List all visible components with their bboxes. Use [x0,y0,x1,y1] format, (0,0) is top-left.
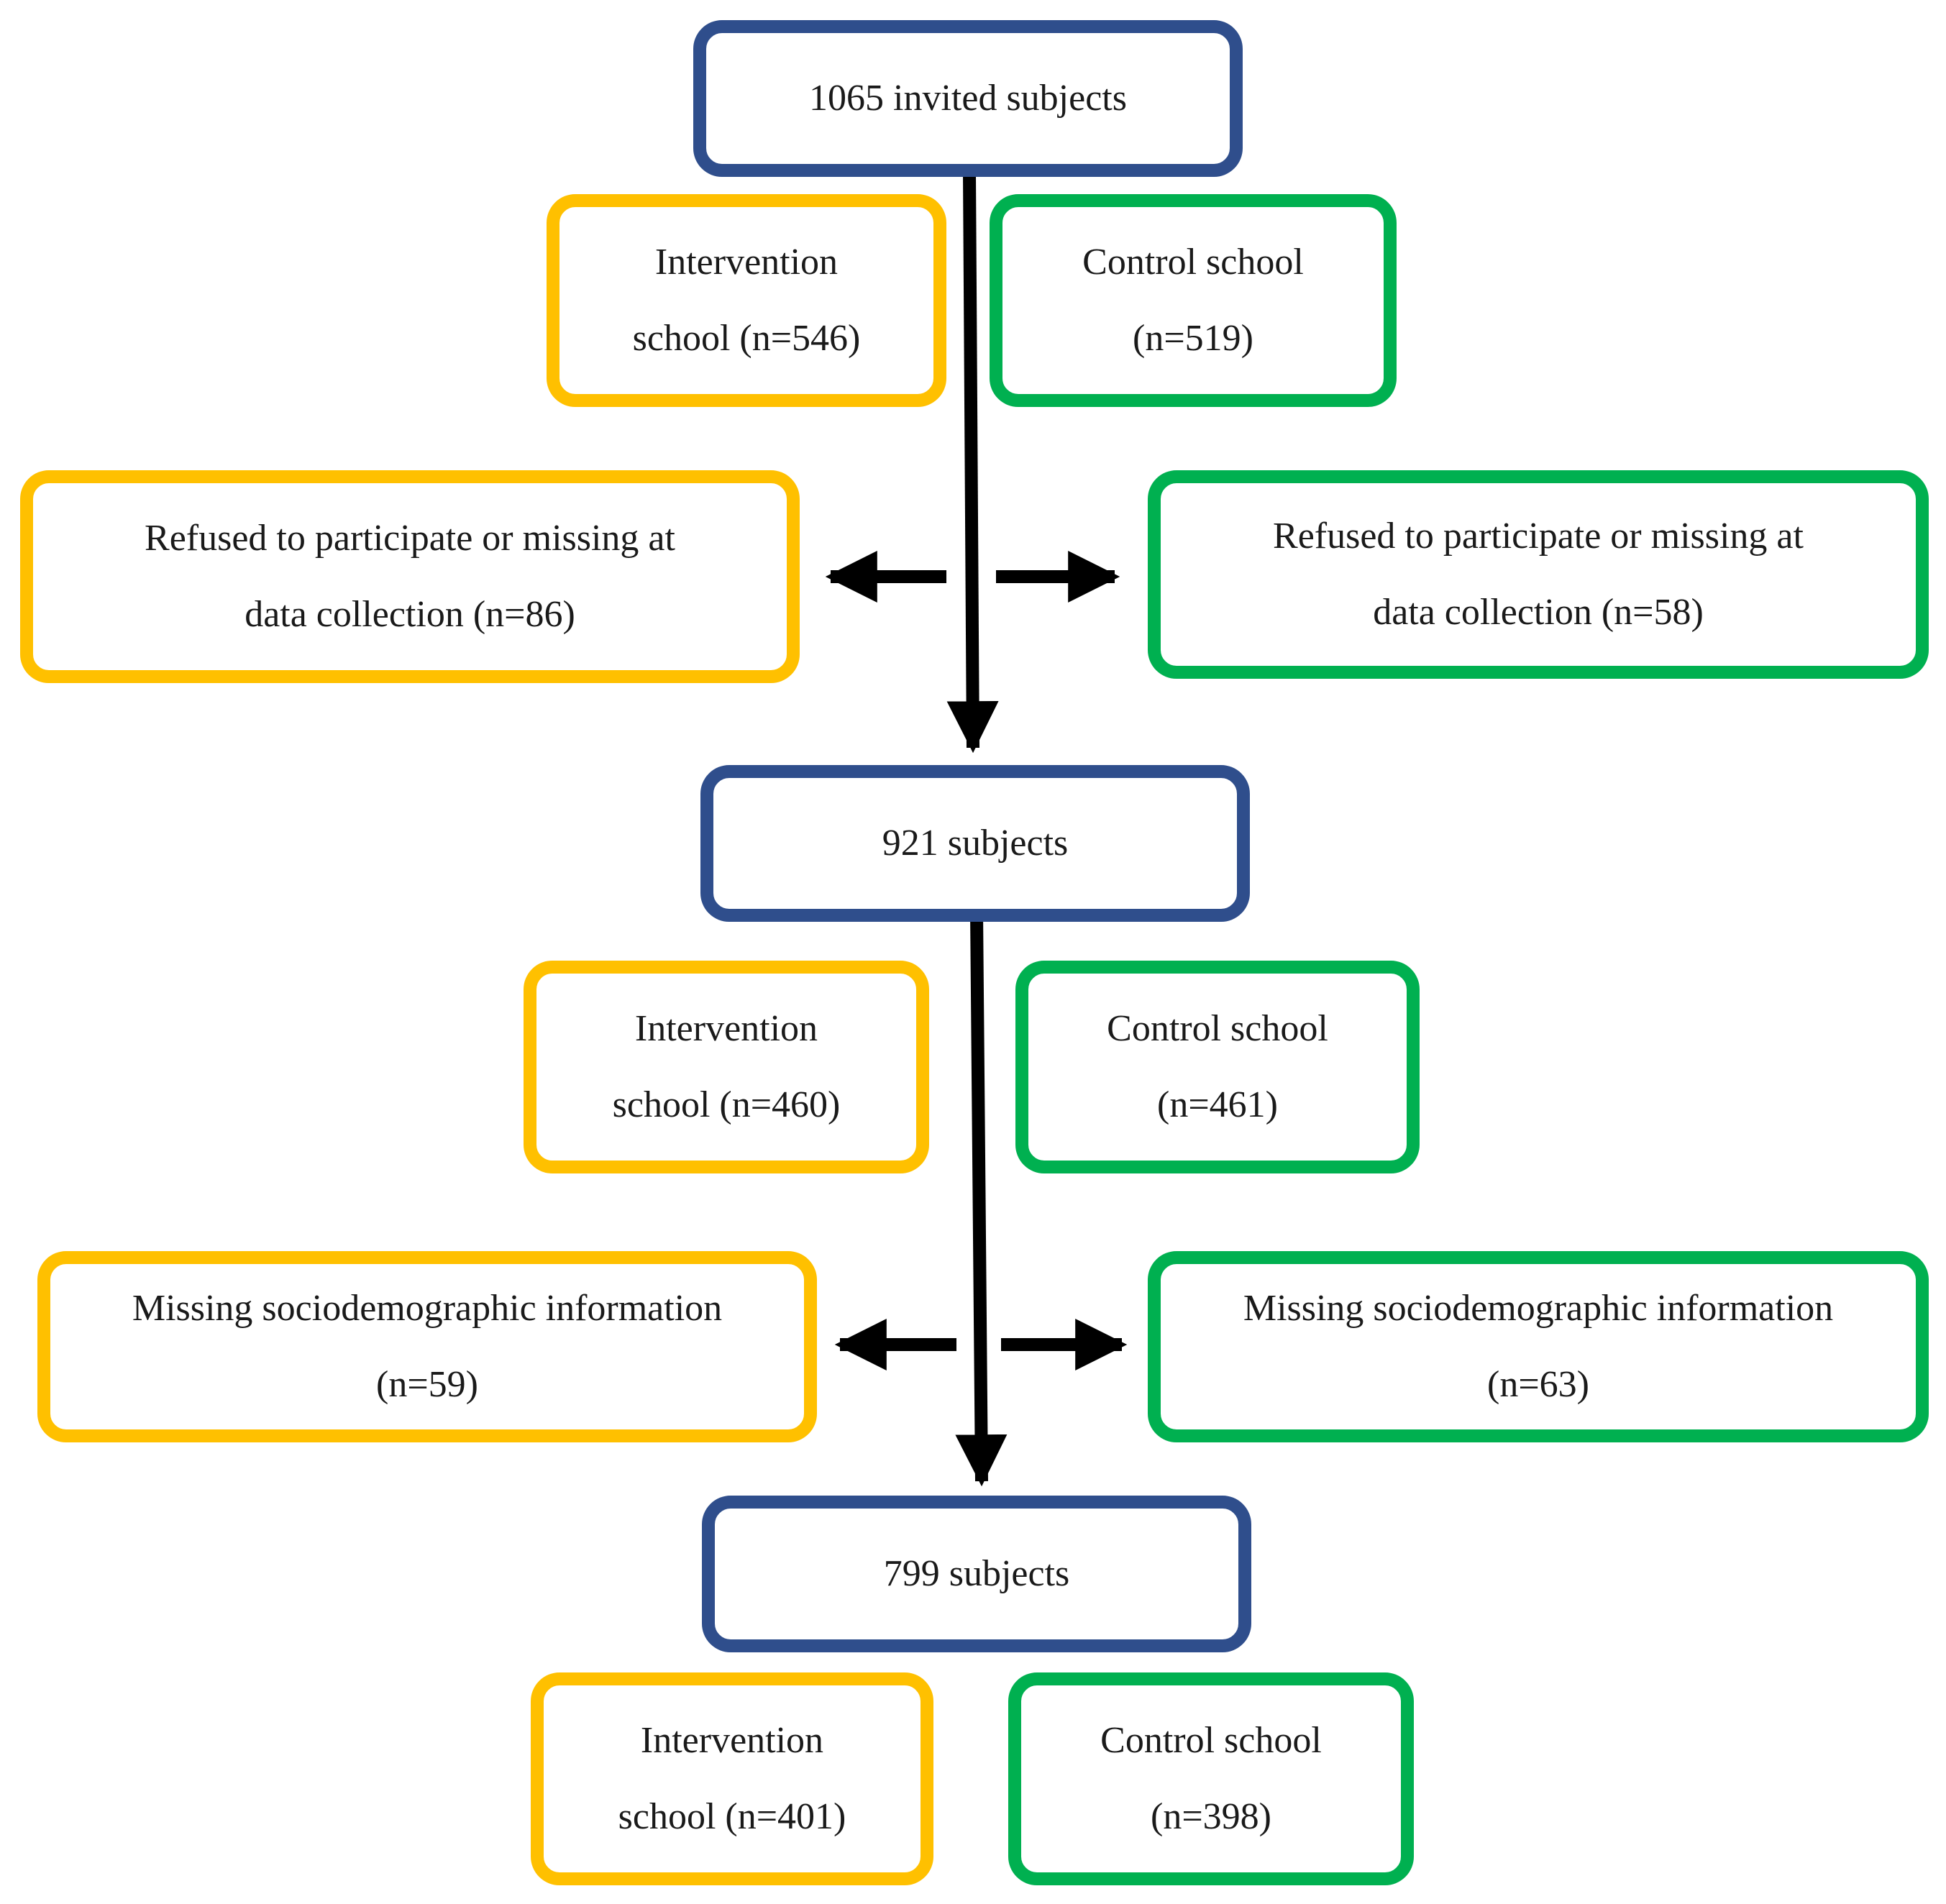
main-arrow-2 [955,911,1008,1487]
control-school-box-3: Control school (n=398) [1008,1672,1414,1885]
control-label-3b: (n=398) [1151,1796,1271,1837]
missing-control-label-a: Missing sociodemographic information [1243,1288,1834,1329]
refused-control-box: Refused to participate or missing at dat… [1148,470,1929,679]
control-label-2b: (n=461) [1157,1084,1278,1125]
missing-control-label-b: (n=63) [1487,1364,1589,1405]
total-799-label: 799 subjects [883,1553,1070,1594]
refused-intervention-box: Refused to participate or missing at dat… [20,470,800,683]
intervention-label-1a: Intervention [654,242,839,283]
control-label-1b: (n=519) [1133,318,1253,359]
control-school-box-2: Control school (n=461) [1015,961,1420,1173]
missing-intervention-label-b: (n=59) [376,1364,478,1405]
control-label-3a: Control school [1100,1720,1322,1761]
intervention-school-box-1: Intervention school (n=546) [547,194,946,407]
total-921-box: 921 subjects [700,765,1250,922]
main-arrow-1 [946,172,999,754]
intervention-school-box-3: Intervention school (n=401) [531,1672,933,1885]
total-799-box: 799 subjects [702,1496,1251,1652]
refused-intervention-label-a: Refused to participate or missing at [145,518,675,559]
control-label-2a: Control school [1107,1008,1328,1049]
refused-intervention-label-b: data collection (n=86) [245,594,575,635]
intervention-school-box-2: Intervention school (n=460) [524,961,929,1173]
refused-control-label-b: data collection (n=58) [1373,592,1704,633]
control-label-1a: Control school [1082,242,1304,283]
intervention-label-3b: school (n=401) [618,1796,846,1837]
missing-info-intervention-box: Missing sociodemographic information (n=… [37,1251,817,1442]
missing-intervention-label-a: Missing sociodemographic information [132,1288,723,1329]
missing-info-control-box: Missing sociodemographic information (n=… [1148,1251,1929,1442]
total-invited-label: 1065 invited subjects [809,78,1127,119]
total-invited-box: 1065 invited subjects [693,20,1243,177]
intervention-label-1b: school (n=546) [632,318,861,359]
intervention-label-2a: Intervention [634,1008,818,1049]
total-921-label: 921 subjects [882,823,1069,864]
refused-control-label-a: Refused to participate or missing at [1273,516,1804,557]
intervention-label-2b: school (n=460) [612,1084,841,1125]
control-school-box-1: Control school (n=519) [990,194,1397,407]
intervention-label-3a: Intervention [640,1720,824,1761]
